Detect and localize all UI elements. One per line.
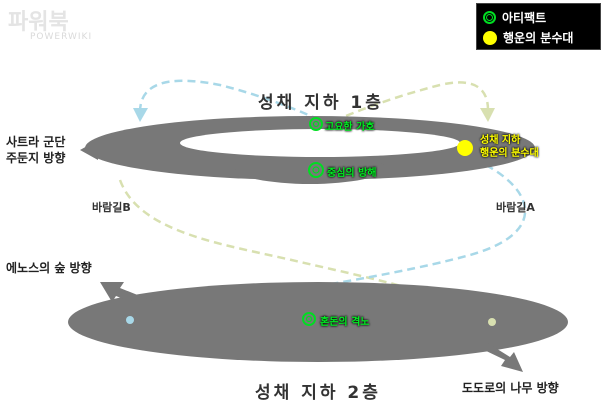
watermark-logo: 파워북 bbox=[8, 10, 69, 35]
wind-path-a-top bbox=[138, 79, 331, 127]
fountain-legend-icon bbox=[483, 30, 497, 45]
upper-floor-title: 성채 지하 1층 bbox=[258, 93, 384, 113]
satra-direction-arrow bbox=[80, 140, 130, 160]
artifact-label-quiet-protection: 고요한 가호 bbox=[325, 122, 375, 133]
wind-a-label: 바람길A bbox=[496, 201, 535, 214]
watermark-sub: POWERWIKI bbox=[30, 32, 93, 42]
wind-b-label: 바람길B bbox=[92, 201, 131, 214]
satra-direction-label: 사트라 군단 주둔지 방향 bbox=[6, 135, 66, 165]
wind-path-b-arrow bbox=[480, 108, 495, 122]
wind-endpoint-left bbox=[126, 316, 134, 324]
legend-artifact-label: 아티팩트 bbox=[502, 11, 547, 25]
fountain-icon[interactable] bbox=[457, 140, 473, 156]
legend: 아티팩트 행운의 분수대 bbox=[476, 3, 601, 50]
fountain-label: 성채 지하 행운의 분수대 bbox=[480, 135, 539, 159]
artifact-label-center-obstacle: 중심의 방해 bbox=[327, 168, 377, 179]
dodoro-direction-arrow bbox=[480, 342, 523, 372]
artifact-label-chaos-wrath: 혼돈의 격노 bbox=[320, 317, 370, 328]
artifact-icon[interactable] bbox=[309, 117, 323, 131]
legend-fountain-row: 행운의 분수대 bbox=[483, 29, 573, 46]
wind-endpoint-right bbox=[488, 318, 496, 326]
lower-floor-title: 성채 지하 2층 bbox=[255, 383, 381, 403]
wind-path-a-arrow bbox=[133, 108, 148, 122]
enos-direction-arrow bbox=[100, 282, 155, 310]
artifact-icon[interactable] bbox=[308, 162, 324, 178]
legend-fountain-label: 행운의 분수대 bbox=[503, 31, 574, 45]
artifact-legend-icon bbox=[483, 11, 496, 24]
artifact-icon[interactable] bbox=[302, 312, 316, 326]
enos-direction-label: 에노스의 숲 방향 bbox=[6, 261, 92, 275]
lower-floor-platform bbox=[68, 282, 568, 362]
dodoro-direction-label: 도도로의 나무 방향 bbox=[462, 381, 559, 395]
legend-artifact-row: 아티팩트 bbox=[483, 9, 546, 26]
